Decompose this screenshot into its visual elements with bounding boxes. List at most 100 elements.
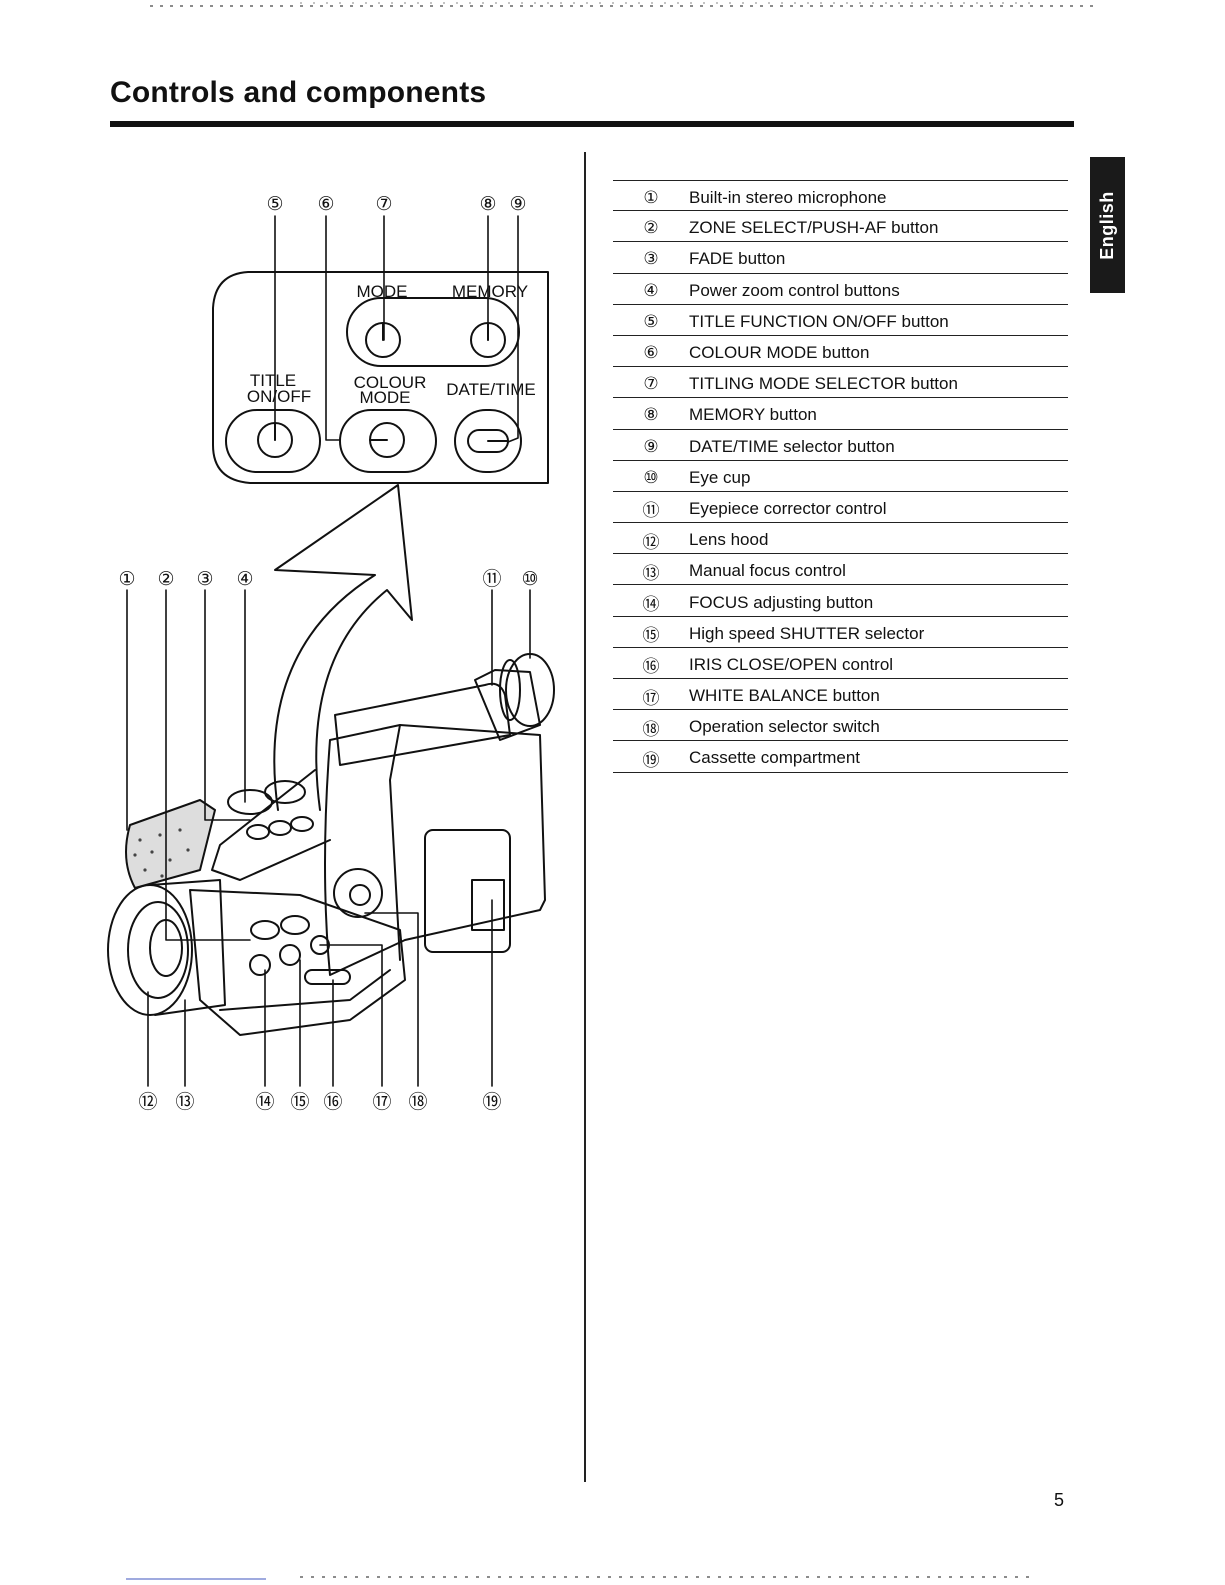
callout-17: ⑰ [372, 1091, 391, 1113]
callout-11: ⑪ [482, 568, 501, 590]
list-item: ⑫ Lens hood [613, 523, 1068, 555]
item-label: Eyepiece corrector control [689, 498, 887, 518]
scan-noise-bottom [126, 1576, 1030, 1580]
eye-cup-icon [505, 653, 555, 727]
list-item: ③ FADE button [613, 242, 1068, 274]
list-item: ⑤ TITLE FUNCTION ON/OFF button [613, 305, 1068, 336]
item-label: TITLING MODE SELECTOR button [689, 374, 958, 394]
item-label: ZONE SELECT/PUSH-AF button [689, 218, 939, 238]
list-item: ⑭ FOCUS adjusting button [613, 585, 1068, 617]
item-label: DATE/TIME selector button [689, 436, 895, 456]
language-tab: English [1090, 157, 1125, 293]
item-label: Manual focus control [689, 561, 846, 581]
callout-14: ⑭ [255, 1091, 274, 1113]
item-label: Lens hood [689, 530, 769, 550]
item-number: ⑪ [642, 501, 660, 522]
cassette-door [424, 829, 511, 953]
item-label: COLOUR MODE button [689, 343, 870, 363]
item-number: ④ [643, 280, 659, 301]
lower-body [189, 889, 406, 1036]
list-item: ⑮ High speed SHUTTER selector [613, 617, 1068, 648]
item-label: MEMORY button [689, 405, 817, 425]
item-number: ⑱ [642, 719, 660, 740]
parts-list: ① Built-in stereo microphone ② ZONE SELECT… [613, 180, 1068, 773]
scan-noise-top [150, 2, 1100, 7]
callout-18: ⑱ [408, 1091, 427, 1113]
item-number: ② [643, 218, 659, 239]
panel-label-memory: MEMORY [452, 282, 528, 301]
iris-control-icon [304, 969, 351, 985]
callout-4: ④ [236, 568, 253, 590]
callout-10: ⑩ [521, 568, 538, 590]
list-item: ② ZONE SELECT/PUSH-AF button [613, 211, 1068, 243]
callout-13: ⑬ [175, 1091, 194, 1113]
focus-button-icon [249, 954, 271, 976]
page-title: Controls and components [110, 76, 487, 109]
callout-3: ③ [196, 568, 213, 590]
list-item: ⑧ MEMORY button [613, 398, 1068, 430]
panel-label-date-time: DATE/TIME [446, 380, 535, 399]
item-label: High speed SHUTTER selector [689, 623, 925, 643]
callout-5: ⑤ [266, 193, 283, 215]
item-label: TITLE FUNCTION ON/OFF button [689, 311, 949, 331]
callout-15: ⑮ [290, 1091, 309, 1113]
list-item: ④ Power zoom control buttons [613, 274, 1068, 305]
callout-16: ⑯ [323, 1091, 342, 1113]
title-rule [110, 121, 1074, 127]
item-number: ⑮ [642, 626, 660, 647]
callout-1: ① [118, 568, 135, 590]
list-item: ⑥ COLOUR MODE button [613, 336, 1068, 368]
item-number: ⑤ [643, 311, 659, 332]
control-panel-outline [212, 271, 549, 484]
item-number: ⑫ [642, 532, 660, 553]
item-number: ⑥ [643, 343, 659, 364]
callout-7: ⑦ [375, 193, 392, 215]
callout-12: ⑫ [138, 1091, 157, 1113]
list-item: ① Built-in stereo microphone [613, 180, 1068, 212]
panel-label-mode: MODE [357, 282, 408, 301]
item-number: ⑰ [642, 688, 660, 709]
camcorder-top-handle [334, 682, 511, 766]
title-onoff-bracket [225, 409, 321, 473]
list-item: ⑨ DATE/TIME selector button [613, 430, 1068, 461]
callout-19: ⑲ [482, 1091, 501, 1113]
page-number: 5 [1054, 1490, 1065, 1510]
item-number: ⑧ [643, 405, 659, 426]
panel-label-colour-2: MODE [360, 388, 411, 407]
microphone-icon [125, 799, 216, 889]
camcorder-body [324, 724, 546, 976]
item-label: Built-in stereo microphone [689, 187, 887, 207]
item-label: Eye cup [689, 467, 751, 487]
zoom-arrow [273, 484, 413, 811]
camcorder-diagram: MODE MEMORY TITLE ON/OFF COLOUR MODE DAT… [107, 193, 555, 1113]
item-number: ⑭ [642, 595, 660, 616]
list-item: ⑬ Manual focus control [613, 554, 1068, 586]
operation-selector-knob [333, 868, 383, 918]
panel-label-title-1: TITLE [250, 371, 296, 390]
shutter-selector-icon [279, 944, 301, 966]
column-divider [584, 152, 586, 1482]
date-time-bracket [454, 409, 522, 473]
list-item: ⑦ TITLING MODE SELECTOR button [613, 367, 1068, 399]
item-label: FADE button [689, 249, 786, 269]
list-item: ⑯ IRIS CLOSE/OPEN control [613, 648, 1068, 679]
item-number: ⑨ [643, 436, 659, 457]
list-item: ⑱ Operation selector switch [613, 710, 1068, 742]
item-label: Operation selector switch [689, 717, 880, 737]
mode-memory-bracket [346, 297, 520, 367]
callout-8: ⑧ [479, 193, 496, 215]
list-item: ⑪ Eyepiece corrector control [613, 492, 1068, 524]
item-label: FOCUS adjusting button [689, 592, 874, 612]
item-number: ⑯ [642, 657, 660, 678]
callout-2: ② [157, 568, 174, 590]
item-number: ① [643, 187, 659, 208]
item-number: ⑬ [642, 563, 660, 584]
item-number: ③ [643, 249, 659, 270]
item-number: ⑦ [643, 374, 659, 395]
colour-mode-bracket [339, 409, 437, 473]
panel-label-title-2: ON/OFF [247, 387, 311, 406]
item-label: Power zoom control buttons [689, 280, 900, 300]
item-label: IRIS CLOSE/OPEN control [689, 654, 894, 674]
